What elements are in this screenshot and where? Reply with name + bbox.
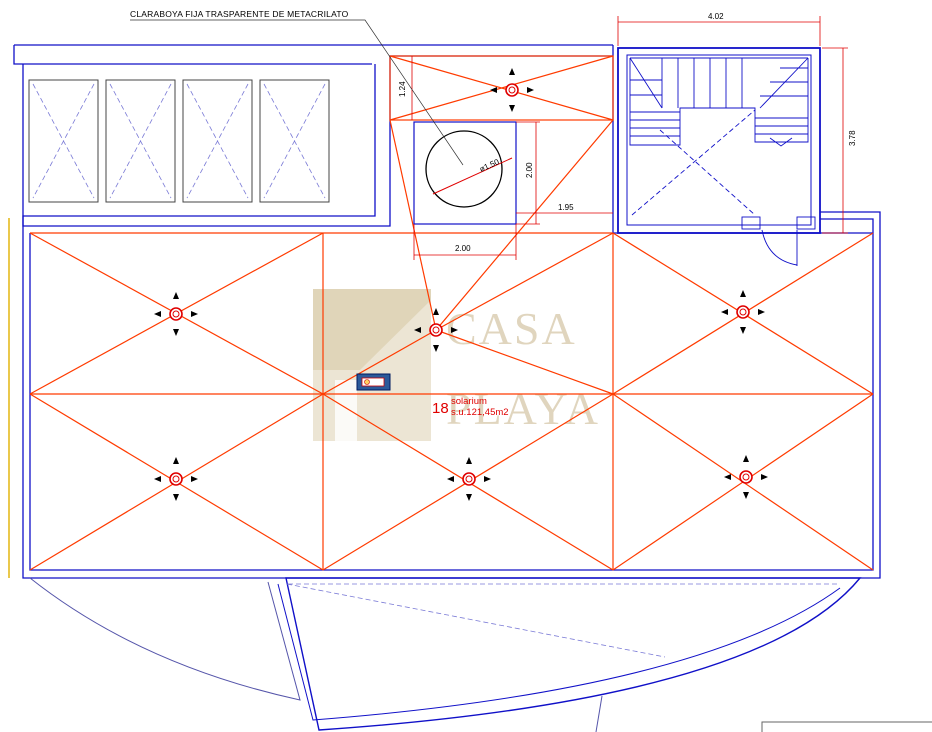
drain-arrow-icon — [154, 476, 161, 482]
drain-arrow-icon — [761, 474, 768, 480]
drain-arrow-icon — [447, 476, 454, 482]
dim-skylight-width: 2.00 — [455, 244, 471, 253]
drain-arrow-icon — [191, 311, 198, 317]
roof-drain — [490, 68, 534, 112]
room-name: solarium — [451, 396, 487, 407]
drain-arrow-icon — [433, 345, 439, 352]
skylight-diameter-label: ø1.50 — [478, 157, 501, 174]
dim-stair-width: 4.02 — [708, 12, 724, 21]
drain-arrow-icon — [451, 327, 458, 333]
dimension-lines — [411, 16, 848, 260]
drain-arrow-icon — [509, 105, 515, 112]
drain-arrow-icon — [414, 327, 421, 333]
roof-drain — [447, 457, 491, 501]
drain-arrow-icon — [173, 494, 179, 501]
drain-arrow-icon — [433, 308, 439, 315]
drain-arrow-icon — [758, 309, 765, 315]
drain-arrow-icon — [154, 311, 161, 317]
drain-arrow-icon — [740, 327, 746, 334]
dim-skylight-height: 2.00 — [525, 162, 534, 178]
drain-arrow-icon — [484, 476, 491, 482]
roof-drain — [414, 308, 458, 352]
drain-arrow-icon — [743, 455, 749, 462]
staircase — [629, 57, 816, 266]
drain-arrow-icon — [721, 309, 728, 315]
roof-drain — [721, 290, 765, 334]
casa-playa-logo: CASA PLAYA — [313, 289, 600, 441]
dim-stair-depth: 3.78 — [848, 130, 857, 146]
drain-arrow-icon — [490, 87, 497, 93]
room-tag — [356, 373, 391, 391]
roof-drains — [154, 68, 768, 501]
drain-arrow-icon — [724, 474, 731, 480]
lower-terrace — [29, 577, 862, 732]
drain-arrow-icon — [191, 476, 198, 482]
drain-arrow-icon — [466, 494, 472, 501]
drain-arrow-icon — [466, 457, 472, 464]
drain-arrow-icon — [527, 87, 534, 93]
dim-skylight-offset: 1.95 — [558, 203, 574, 212]
roof-drain — [154, 292, 198, 336]
roof-drain — [724, 455, 768, 499]
drain-arrow-icon — [173, 329, 179, 336]
watermark-casa: CASA — [446, 303, 577, 354]
drain-arrow-icon — [173, 457, 179, 464]
drain-arrow-icon — [173, 292, 179, 299]
skylight-annotation: CLARABOYA FIJA TRASPARENTE DE METACRILAT… — [130, 9, 349, 19]
skylight-panels — [28, 79, 330, 203]
round-skylight: ø1.50 — [413, 121, 517, 225]
drain-arrow-icon — [740, 290, 746, 297]
dim-skylight-top-gap: 1.24 — [398, 81, 407, 97]
room-number: 18 — [432, 400, 449, 417]
roof-drain — [154, 457, 198, 501]
watermark-playa: PLAYA — [446, 383, 600, 434]
room-area: s.u.121,45m2 — [451, 407, 509, 418]
drain-arrow-icon — [743, 492, 749, 499]
drain-arrow-icon — [509, 68, 515, 75]
title-block-corner — [761, 721, 932, 732]
annotation-leader — [130, 19, 464, 166]
